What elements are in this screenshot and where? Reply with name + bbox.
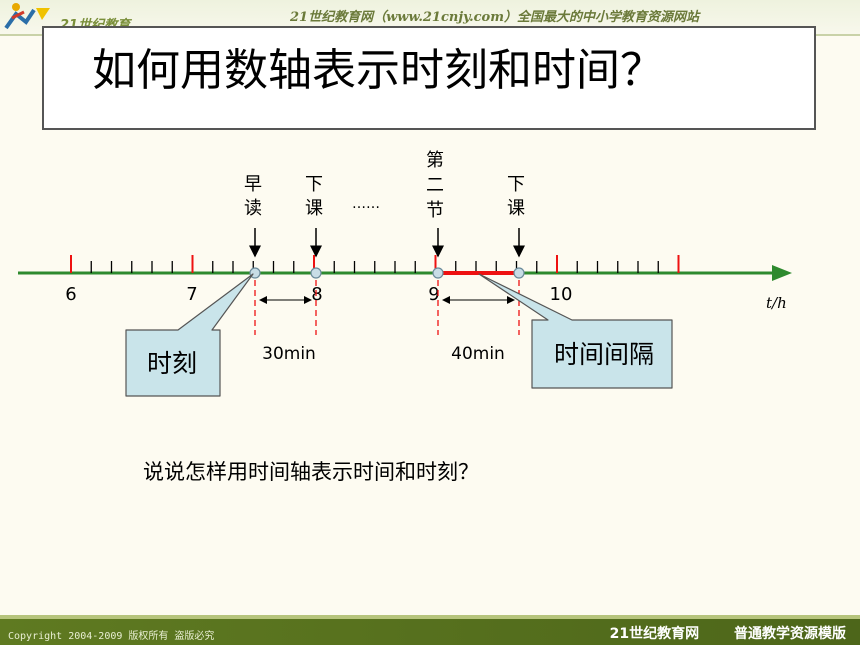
- footer-brand-name[interactable]: 21世纪教育网: [609, 626, 700, 642]
- discussion-question: 说说怎样用时间轴表示时间和时刻？: [143, 460, 479, 484]
- hour-label-10: 10: [550, 284, 573, 305]
- interval-label-40min: 40min: [451, 344, 505, 364]
- label-second-class-2: 二: [426, 175, 444, 196]
- moment-dot-break-1[interactable]: [310, 267, 322, 279]
- label-reading-2: 读: [244, 198, 262, 219]
- copyright-text: Copyright 2004-2009 版权所有 盗版必究: [8, 631, 215, 642]
- moment-dot-break-2[interactable]: [513, 267, 525, 279]
- footer-brand: 21世纪教育网 普通教学资源模版: [580, 623, 846, 643]
- label-break2-2: 课: [507, 198, 525, 219]
- label-break2-1: 下: [507, 174, 525, 195]
- hour-label-6: 6: [65, 284, 76, 305]
- minor-ticks: [90, 261, 659, 273]
- title-box: 如何用数轴表示时刻和时间？: [42, 26, 816, 130]
- axis-unit-label: t/h: [766, 294, 787, 312]
- hour-label-8: 8: [311, 284, 322, 305]
- label-break1-2: 课: [305, 198, 323, 219]
- footer-template-name: 普通教学资源模版: [734, 626, 846, 642]
- label-second-class-1: 第: [426, 150, 444, 171]
- label-ellipsis: ……: [352, 196, 380, 212]
- moment-dot-second-class[interactable]: [432, 267, 444, 279]
- label-second-class-3: 节: [426, 200, 444, 221]
- callout-interval: 时间间隔: [478, 273, 673, 389]
- site-banner[interactable]: 21世纪教育网（www.21cnjy.com）全国最大的中小学教育资源网站: [290, 10, 699, 25]
- callout-moment-text: 时刻: [147, 349, 197, 378]
- callout-moment: 时刻: [125, 273, 254, 397]
- callout-interval-text: 时间间隔: [554, 340, 654, 369]
- label-break1-1: 下: [305, 174, 323, 195]
- interval-label-30min: 30min: [262, 344, 316, 364]
- label-reading-1: 早: [244, 174, 262, 195]
- footer-bar: Copyright 2004-2009 版权所有 盗版必究 21世纪教育网 普通…: [0, 619, 860, 645]
- runner-logo-icon: [4, 3, 50, 30]
- hour-label-9: 9: [428, 284, 439, 305]
- footer-accent: [0, 615, 860, 619]
- axis-arrow-icon: [772, 265, 792, 281]
- page-title: 如何用数轴表示时刻和时间？: [92, 45, 664, 96]
- hour-label-7: 7: [186, 284, 197, 305]
